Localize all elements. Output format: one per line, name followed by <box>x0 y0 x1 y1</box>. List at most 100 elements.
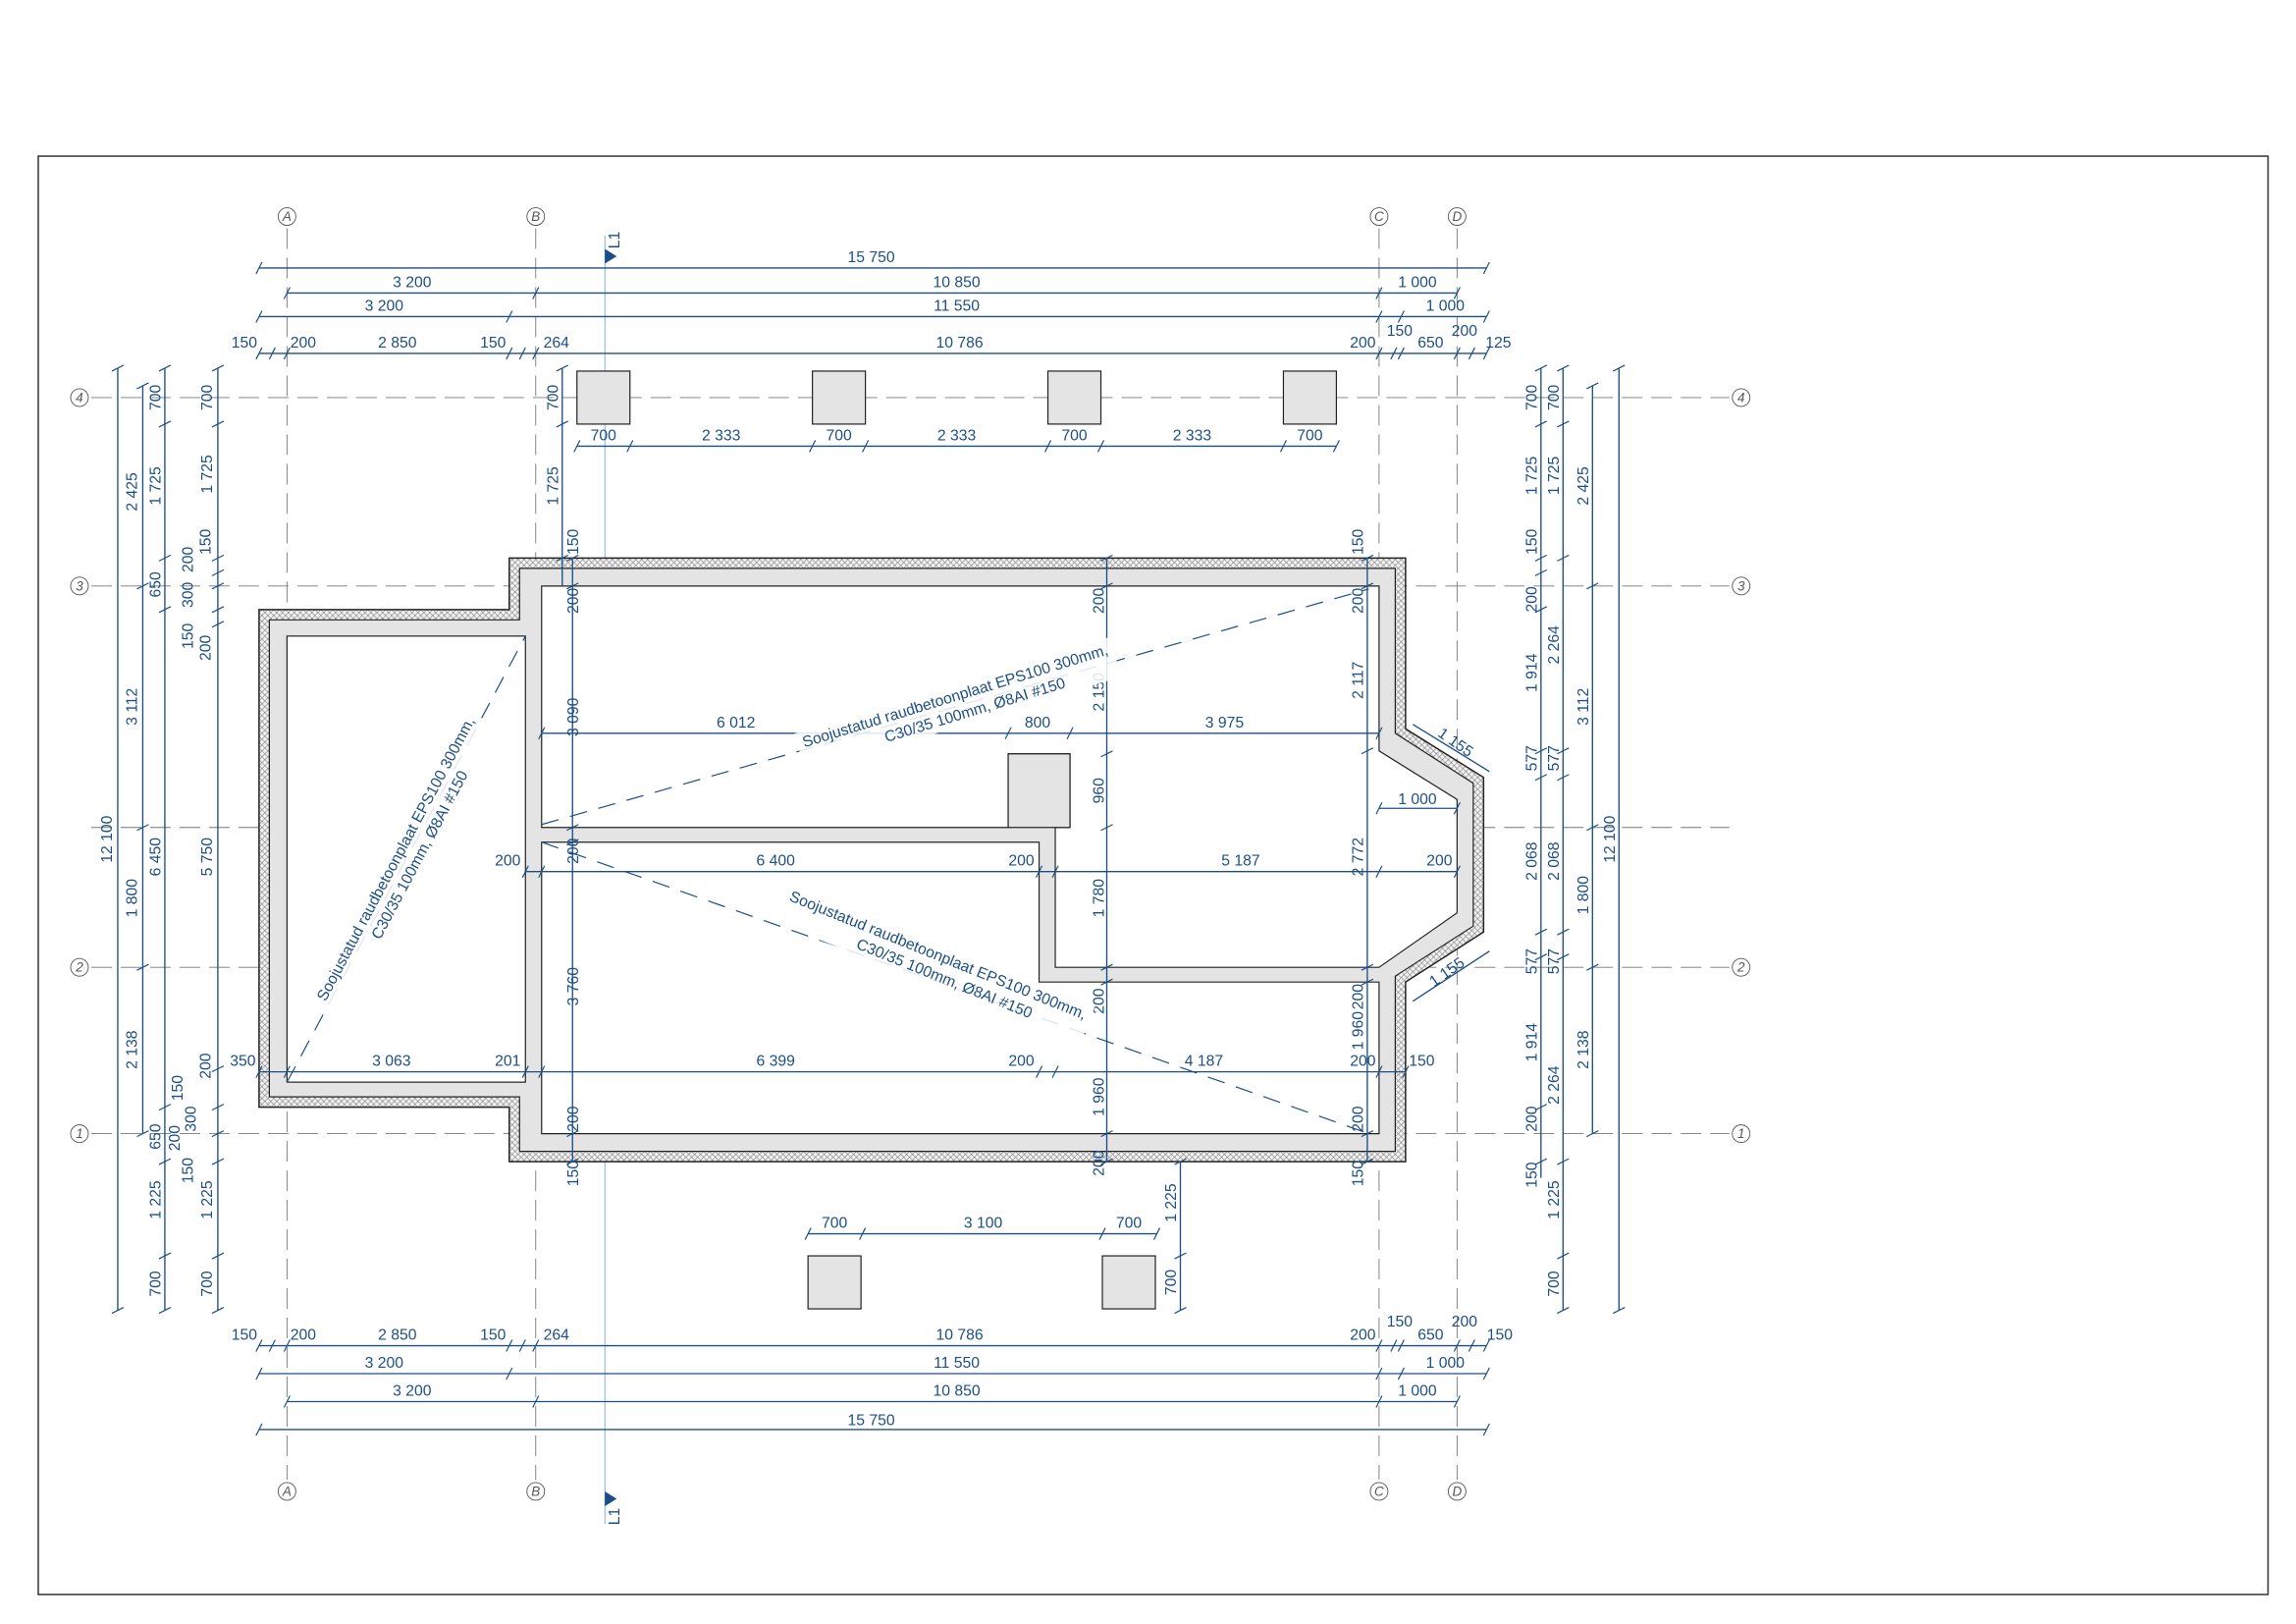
dimension-tick <box>211 420 225 428</box>
dimension-tick <box>111 1306 125 1315</box>
dimension-tick <box>158 1104 172 1111</box>
grid-label-row: 1 <box>76 1126 83 1141</box>
dimension-value-right: 2 068 <box>1546 841 1563 881</box>
note-background <box>774 883 1095 1046</box>
dimension-value-left: 12 100 <box>99 815 116 862</box>
dimension-value-left: 200 <box>167 1125 184 1152</box>
dimension-value-right: 1 225 <box>1546 1180 1563 1219</box>
dimension-value-left: 2 138 <box>124 1030 140 1069</box>
leader-line <box>541 588 1369 826</box>
dimension-tick <box>804 1227 812 1240</box>
dimension-value-interior: 200 <box>565 1106 582 1132</box>
dimension-tick <box>1534 364 1548 372</box>
dimension-value-interior: 3 090 <box>565 697 582 736</box>
dimension-value-interior: 150 <box>1350 528 1366 555</box>
dimension-value-interior: 1 000 <box>1398 791 1437 808</box>
dimension-value-left: 1 225 <box>199 1180 216 1219</box>
dimension-tick <box>1586 1130 1599 1138</box>
pile-footing <box>1282 370 1338 425</box>
dimension-value-top: 11 550 <box>934 298 980 314</box>
dimension-value-interior: 960 <box>1092 778 1108 804</box>
dimension-tick <box>1100 963 1113 971</box>
dimension-tick <box>1482 310 1490 323</box>
dimension-tick <box>1557 1252 1570 1260</box>
dimension-tick <box>211 364 225 372</box>
dimension-value-interior: 200 <box>1092 587 1108 614</box>
pillar <box>1007 753 1071 829</box>
dimension-tick <box>1586 963 1599 971</box>
dimension-tick <box>1586 582 1599 590</box>
dimension-tick <box>1534 554 1548 562</box>
dimension-tick <box>1279 440 1287 453</box>
dimension-tick <box>565 824 579 832</box>
dimension-tick <box>506 310 513 323</box>
grid-bubble <box>70 957 89 977</box>
dimension-tick <box>1036 1065 1043 1078</box>
note-background <box>308 708 501 1019</box>
pile-footing <box>1046 370 1102 425</box>
dimension-tick <box>1361 978 1374 986</box>
dimension-tick <box>158 420 172 428</box>
dimension-value-interior: 200 <box>1008 1054 1035 1070</box>
dimension-value-right: 577 <box>1523 948 1540 974</box>
dimension-value-bottom: 200 <box>1452 1314 1478 1330</box>
dimension-tick <box>255 261 263 275</box>
dimension-tick <box>1534 928 1548 936</box>
dimension-value-interior: 200 <box>565 587 582 614</box>
dimension-value-left: 700 <box>199 385 216 411</box>
dimension-value-top: 264 <box>544 335 570 352</box>
dimension-value-right: 700 <box>1546 1271 1563 1297</box>
dimension-value-piles_bottom: 700 <box>1116 1216 1143 1232</box>
grid-label-column: D <box>1452 1484 1462 1498</box>
dimension-tick <box>158 1306 172 1315</box>
dimension-tick <box>506 347 513 360</box>
grid-bubble <box>1732 957 1751 977</box>
dimension-tick <box>1453 347 1461 360</box>
dimension-tick <box>1453 865 1461 878</box>
grid-bubble <box>70 1124 89 1144</box>
dimension-value-interior: 200 <box>1092 988 1108 1014</box>
dimension-value-right: 150 <box>1523 528 1540 555</box>
section-label: L1 <box>607 1508 623 1526</box>
dimension-tick <box>1468 347 1475 360</box>
dimension-value-piles_bottom: 700 <box>822 1216 848 1232</box>
dimension-value-left: 150 <box>180 623 196 649</box>
dimension-tick <box>158 606 172 614</box>
dimension-value-right: 2 264 <box>1546 1065 1563 1105</box>
section-arrow-icon <box>605 1490 617 1506</box>
dimension-tick <box>1361 582 1374 590</box>
dimension-tick <box>1051 1065 1059 1078</box>
dimension-tick <box>1397 310 1405 323</box>
dimension-tick <box>1586 382 1599 390</box>
dimension-value-piles_top: 2 333 <box>702 427 741 444</box>
dimension-tick <box>1482 347 1490 360</box>
dimension-tick <box>255 1065 263 1078</box>
dimension-value-top: 150 <box>232 335 258 352</box>
dimension-value-left: 650 <box>147 1123 164 1150</box>
dimension-value-interior: 150 <box>565 1161 582 1187</box>
dimension-tick <box>565 1130 579 1138</box>
grid-bubble <box>277 207 296 226</box>
dimension-value-left: 1 225 <box>147 1180 164 1219</box>
dimension-value-interior: 3 063 <box>372 1054 411 1070</box>
grid-bubble <box>277 1482 296 1501</box>
dimension-value-piles_bottom: 3 100 <box>964 1216 1003 1232</box>
dimension-value-top: 3 200 <box>365 298 404 314</box>
dimension-value-left: 150 <box>170 1075 187 1102</box>
dimension-tick <box>1004 727 1012 740</box>
dimension-tick <box>1100 1130 1113 1138</box>
dimension-value-top: 200 <box>1452 323 1478 340</box>
dimension-value-top: 10 786 <box>936 335 984 352</box>
dimension-line <box>1413 724 1490 773</box>
dimension-value-left: 700 <box>199 1271 216 1297</box>
dimension-tick <box>1100 582 1113 590</box>
dimension-tick <box>1534 606 1548 614</box>
dimension-tick <box>255 347 263 360</box>
dimension-tick <box>211 606 225 614</box>
dimension-value-interior: 6 399 <box>756 1054 794 1070</box>
dimension-tick <box>1453 1339 1461 1352</box>
dimension-value-interior: 2 772 <box>1350 838 1366 876</box>
dimension-value-left: 6 450 <box>147 838 164 877</box>
dimension-tick <box>1066 727 1074 740</box>
dimension-tick <box>1534 1104 1548 1111</box>
